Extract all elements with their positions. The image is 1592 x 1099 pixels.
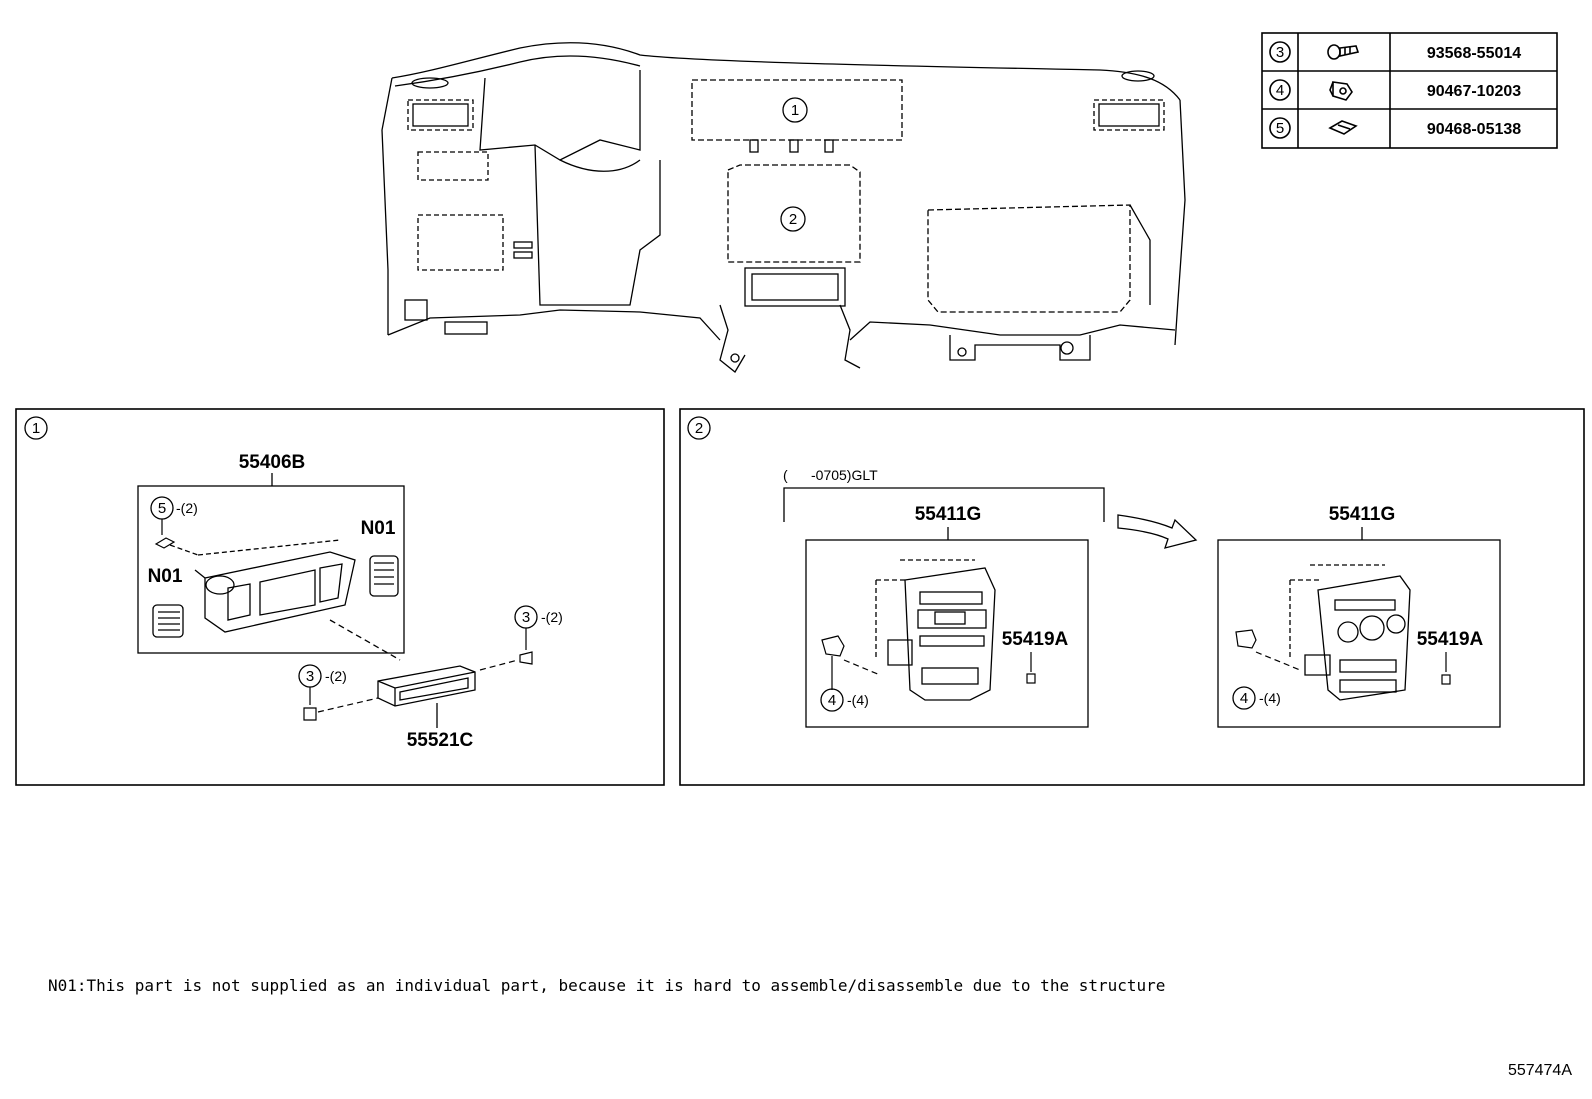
dashboard-callout-2: 2: [780, 206, 806, 232]
svg-text:3: 3: [306, 668, 314, 685]
svg-text:55411G: 55411G: [915, 504, 982, 525]
screw-icon: [1327, 44, 1360, 60]
screw-right-3: 3 -(2): [479, 605, 563, 671]
change-arrow: [1117, 514, 1198, 549]
footnote-n01: N01:This part is not supplied as an indi…: [48, 976, 1166, 995]
svg-text:1: 1: [32, 420, 40, 437]
left-control-panel-group: [805, 527, 1089, 728]
detail-panel-1: 1: [15, 408, 665, 786]
table-part-90468-05138: 90468-05138: [1427, 121, 1521, 138]
svg-text:93568-55014: 93568-55014: [1427, 45, 1521, 62]
vent-left-label: N01: [148, 566, 183, 587]
panel1-bezel-label: 55406B: [239, 452, 306, 473]
svg-text:N01: N01: [361, 518, 396, 539]
left-nut-callout-4: 4 -(4): [820, 635, 881, 712]
svg-text:90467-10203: 90467-10203: [1427, 83, 1521, 100]
left-sub-part: [1026, 652, 1036, 684]
right-sub-part-label: 55419A: [1417, 629, 1484, 650]
screw-left-3: 3 -(2): [298, 664, 379, 721]
panel1-bezel-group: [137, 473, 405, 654]
right-sub-part: [1441, 652, 1451, 685]
svg-text:4: 4: [828, 692, 836, 709]
diagram-code: 557474A: [1507, 1062, 1572, 1079]
dashboard-callout-1: 1: [782, 97, 808, 123]
dashboard-outline: [381, 42, 1186, 373]
left-sub-part-label: 55419A: [1002, 629, 1069, 650]
vent-left-n01: [152, 604, 184, 638]
svg-text:55411G: 55411G: [1329, 504, 1396, 525]
svg-text:4: 4: [1240, 690, 1248, 707]
svg-text:2: 2: [789, 211, 797, 228]
svg-text:N01: N01: [148, 566, 183, 587]
range-label: ( -0705)GLT: [783, 467, 878, 483]
center-bezel-55406b: [169, 539, 356, 633]
heater-control-55411g-right: [1289, 564, 1411, 701]
svg-text:55521C: 55521C: [407, 730, 474, 751]
heater-control-55411g-left: [875, 559, 996, 701]
left-control-panel-label: 55411G: [915, 504, 982, 525]
detail-panel-2: 2: [679, 408, 1585, 786]
table-ref-5: 5: [1276, 120, 1284, 137]
vent-right-n01: [369, 555, 399, 597]
svg-text:-(2): -(2): [541, 609, 563, 625]
right-control-panel-label: 55411G: [1329, 504, 1396, 525]
table-part-90467-10203: 90467-10203: [1427, 83, 1521, 100]
svg-text:5: 5: [1276, 120, 1284, 137]
svg-text:90468-05138: 90468-05138: [1427, 121, 1521, 138]
clip-nut-icon: [1329, 81, 1353, 101]
clip-icon: [1328, 120, 1358, 135]
clip-callout-5: 5 -(2): [150, 496, 198, 549]
svg-text:5: 5: [158, 500, 166, 517]
right-control-panel-group: [1217, 527, 1501, 728]
table-part-93568-55014: 93568-55014: [1427, 45, 1521, 62]
svg-text:55419A: 55419A: [1417, 629, 1484, 650]
svg-text:3: 3: [522, 609, 530, 626]
svg-text:4: 4: [1276, 82, 1284, 99]
coin-box-55521c: [329, 619, 476, 728]
svg-text:3: 3: [1276, 44, 1284, 61]
table-ref-3: 3: [1276, 44, 1284, 61]
svg-text:-(2): -(2): [325, 668, 347, 684]
svg-text:55406B: 55406B: [239, 452, 306, 473]
right-nut-callout-4: 4 -(4): [1232, 629, 1301, 710]
vent-right-label: N01: [361, 518, 396, 539]
coin-box-label: 55521C: [407, 730, 474, 751]
svg-text:( -0705)GLT: ( -0705)GLT: [783, 467, 878, 483]
svg-text:1: 1: [791, 102, 799, 119]
svg-text:2: 2: [695, 420, 703, 437]
svg-text:-(4): -(4): [1259, 690, 1281, 706]
fastener-table: [1261, 32, 1558, 149]
range-bracket: [783, 487, 1105, 522]
svg-text:-(4): -(4): [847, 692, 869, 708]
table-ref-4: 4: [1276, 82, 1284, 99]
svg-text:55419A: 55419A: [1002, 629, 1069, 650]
svg-text:-(2): -(2): [176, 500, 198, 516]
